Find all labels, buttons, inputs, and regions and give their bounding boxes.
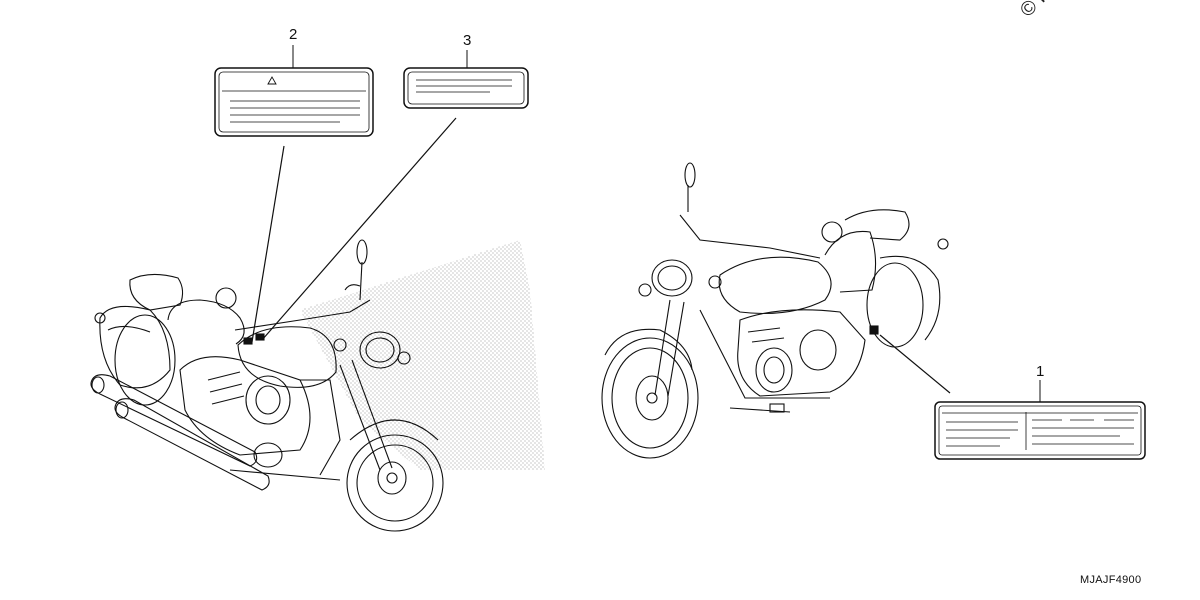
motorcycle-left-view <box>90 239 545 532</box>
caution-label-part[interactable] <box>214 45 374 137</box>
warning-triangle-icon <box>267 76 277 85</box>
leader-line-right <box>879 334 951 394</box>
callout-number-1: 1 <box>1036 363 1045 380</box>
diagram-code: MJAJF4900 <box>1080 574 1142 586</box>
motorcycle-right-view <box>601 162 949 459</box>
info-label-part[interactable] <box>403 50 529 109</box>
leader-lines-left <box>251 117 457 343</box>
callout-number-3: 3 <box>463 32 472 49</box>
callout-number-2: 2 <box>289 26 298 43</box>
vin-label-part[interactable] <box>934 380 1146 460</box>
